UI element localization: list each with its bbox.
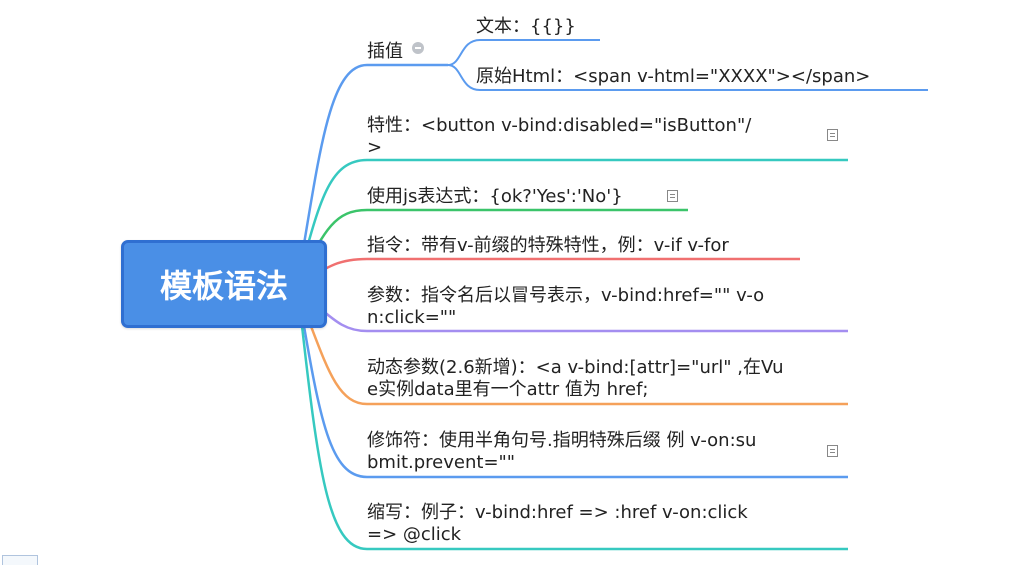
topic-text[interactable]: 文本：{{}}	[476, 16, 576, 37]
topic-rawhtml[interactable]: 原始Html：<span v-html="XXXX"></span>	[476, 66, 871, 87]
topic-shorthand-line1: 缩写：例子：v-bind:href => :href v-on:click	[367, 502, 748, 523]
topic-attribute-line2: >	[367, 137, 383, 158]
topic-dynamic-argument[interactable]: 动态参数(2.6新增)：<a v-bind:[attr]="url" ,在Vu …	[367, 357, 783, 401]
topic-modifier-line2: bmit.prevent=""	[367, 452, 516, 473]
topic-argument-line2: n:click=""	[367, 307, 457, 328]
topic-modifier-line1: 修饰符：使用半角句号.指明特殊后缀 例 v-on:su	[367, 430, 757, 451]
topic-shorthand[interactable]: 缩写：例子：v-bind:href => :href v-on:click =>…	[367, 502, 748, 546]
topic-interpolation[interactable]: 插值	[367, 41, 403, 62]
branch-interpolation	[298, 63, 448, 269]
topic-dynamic-line2: e实例data里有一个attr 值为 href;	[367, 379, 649, 400]
branch-text	[447, 39, 600, 66]
note-icon[interactable]	[827, 445, 838, 457]
topic-shorthand-line2: => @click	[367, 524, 462, 545]
note-icon[interactable]	[667, 190, 678, 202]
branch-modifier	[298, 302, 848, 479]
topic-attribute[interactable]: 特性：<button v-bind:disabled="isButton"/ >	[367, 115, 751, 159]
topic-directive[interactable]: 指令：带有v-前缀的特殊特性，例：v-if v-for	[367, 235, 729, 256]
corner-toolbar-box	[2, 555, 38, 565]
note-icon[interactable]	[827, 129, 838, 141]
collapse-icon[interactable]	[412, 42, 424, 54]
topic-argument[interactable]: 参数：指令名后以冒号表示，v-bind:href="" v-o n:click=…	[367, 285, 764, 329]
topic-dynamic-line1: 动态参数(2.6新增)：<a v-bind:[attr]="url" ,在Vu	[367, 357, 784, 378]
topic-modifier[interactable]: 修饰符：使用半角句号.指明特殊后缀 例 v-on:su bmit.prevent…	[367, 430, 756, 474]
branch-shorthand	[298, 307, 848, 551]
branch-rawhtml	[447, 64, 928, 91]
topic-argument-line1: 参数：指令名后以冒号表示，v-bind:href="" v-o	[367, 285, 765, 306]
central-topic[interactable]: 模板语法	[121, 240, 327, 328]
branch-directive	[299, 257, 800, 286]
corner-toolbar[interactable]	[0, 555, 40, 565]
topic-js-expression[interactable]: 使用js表达式：{ok?'Yes':'No'}	[367, 186, 623, 207]
topic-attribute-line1: 特性：<button v-bind:disabled="isButton"/	[367, 115, 752, 136]
